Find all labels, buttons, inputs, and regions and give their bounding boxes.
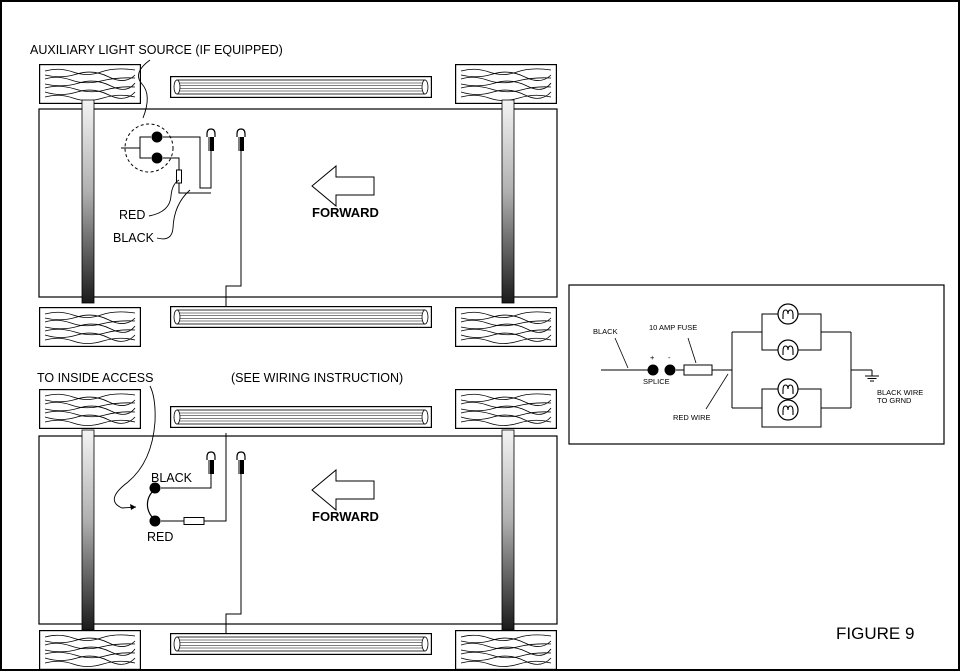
bottom-forward-arrow-icon <box>311 468 375 512</box>
top-rear-left-tire <box>39 307 141 347</box>
lamp-icon <box>777 399 799 421</box>
schematic-black-label: BLACK <box>593 327 618 336</box>
wiring-schematic: BLACK 10 AMP FUSE + - SPLICE RED WIRE BL… <box>568 284 945 445</box>
bottom-front-left-tire <box>39 389 141 429</box>
lamp-icon <box>777 339 799 361</box>
splice-terminal-positive <box>647 364 659 376</box>
top-front-right-tire <box>455 64 557 104</box>
bottom-red-label: RED <box>147 530 173 544</box>
top-upper-marker-bar <box>170 76 432 98</box>
top-rear-right-tire <box>455 307 557 347</box>
bottom-terminal-red <box>149 515 161 527</box>
bottom-terminal-black <box>149 482 161 494</box>
top-aux-terminal-upper <box>151 131 163 143</box>
bottom-right-rail <box>501 429 515 631</box>
bottom-lower-marker-bar <box>170 633 432 655</box>
bottom-fuse <box>183 517 205 525</box>
lamp-icon <box>777 378 799 400</box>
top-left-rail <box>81 99 95 304</box>
top-forward-label: FORWARD <box>312 205 379 220</box>
aux-light-source-label: AUXILIARY LIGHT SOURCE (IF EQUIPPED) <box>30 43 283 57</box>
fuse-rating-label: 10 AMP FUSE <box>649 323 697 332</box>
top-aux-terminal-lower <box>151 152 163 164</box>
bottom-vehicle-diagram: TO INSIDE ACCESS (SEE WIRING INSTRUCTION… <box>37 371 558 670</box>
bottom-front-right-tire <box>455 389 557 429</box>
top-aux-light-circle <box>124 123 174 173</box>
negative-sign-label: - <box>668 353 671 362</box>
positive-sign-label: + <box>650 353 655 362</box>
bottom-vehicle-body <box>38 435 558 625</box>
to-inside-access-label: TO INSIDE ACCESS <box>37 371 153 385</box>
schematic-box <box>568 284 945 445</box>
splice-label: SPLICE <box>643 377 670 386</box>
top-vehicle-body <box>38 108 558 298</box>
top-front-left-tire <box>39 64 141 104</box>
bottom-black-label: BLACK <box>151 471 193 485</box>
bottom-upper-marker-bar <box>170 406 432 428</box>
red-wire-label: RED WIRE <box>673 413 711 422</box>
splice-terminal-negative <box>664 364 676 376</box>
see-wiring-instruction-label: (SEE WIRING INSTRUCTION) <box>231 371 403 385</box>
bottom-forward-label: FORWARD <box>312 509 379 524</box>
top-lower-marker-bar <box>170 306 432 328</box>
ground-label-line1: BLACK WIRE <box>877 388 923 397</box>
bottom-rear-left-tire <box>39 630 141 670</box>
schematic-fuse <box>683 364 713 376</box>
top-black-label: BLACK <box>113 231 155 245</box>
bottom-rear-right-tire <box>455 630 557 670</box>
top-right-rail <box>501 99 515 304</box>
figure-caption: FIGURE 9 <box>836 624 914 643</box>
top-forward-arrow-icon <box>311 164 375 208</box>
ground-icon <box>865 375 879 382</box>
lamp-icon <box>777 303 799 325</box>
top-vehicle-diagram: AUXILIARY LIGHT SOURCE (IF EQUIPPED) RED… <box>30 43 558 347</box>
top-red-label: RED <box>119 208 145 222</box>
ground-label-line2: TO GRND <box>877 396 912 405</box>
bottom-left-rail <box>81 429 95 631</box>
